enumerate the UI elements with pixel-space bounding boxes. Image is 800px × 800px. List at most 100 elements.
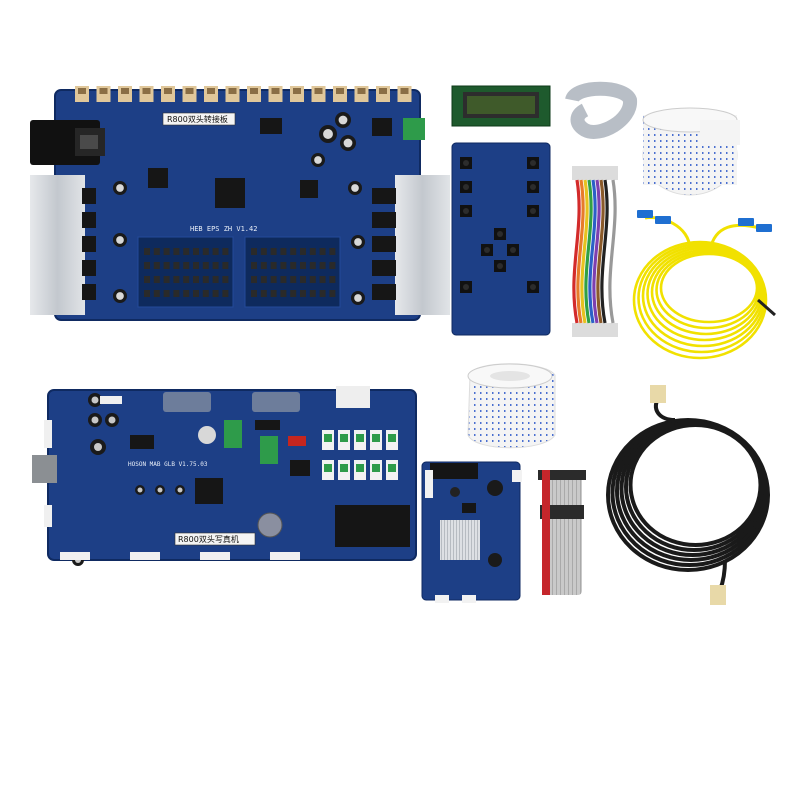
relay-led xyxy=(356,464,364,472)
terminal-block xyxy=(403,118,425,140)
ribbon-connector xyxy=(572,323,618,337)
header-pin xyxy=(185,88,194,94)
socket-pin xyxy=(183,276,190,283)
relay-led xyxy=(372,464,380,472)
lan-loop xyxy=(628,423,763,547)
mosfet xyxy=(372,212,396,228)
socket-pin xyxy=(173,276,180,283)
socket-pin xyxy=(202,290,209,297)
ribbon-wire xyxy=(576,179,585,324)
capacitor-top xyxy=(354,294,362,302)
capacitor-top xyxy=(108,416,116,424)
socket-pin xyxy=(300,290,306,297)
socket-pin xyxy=(222,262,229,269)
socket-pin xyxy=(319,262,326,269)
socket-pin xyxy=(309,248,316,255)
fiber-optic-cable-icon xyxy=(632,210,776,360)
socket-pin xyxy=(183,290,190,297)
relay-led xyxy=(340,464,348,472)
keypad-button-cap xyxy=(497,231,503,237)
socket-pin xyxy=(290,248,297,255)
header-pin xyxy=(207,88,215,94)
capacitor-top xyxy=(116,184,124,192)
board-sticker xyxy=(162,112,236,126)
header-pin xyxy=(293,88,301,94)
relay-led xyxy=(372,434,380,442)
chip xyxy=(130,435,154,449)
relay-led xyxy=(356,434,364,442)
socket-pin xyxy=(280,290,287,297)
chip xyxy=(195,478,223,504)
mosfet xyxy=(372,284,396,300)
header-pin xyxy=(357,88,366,94)
socket-pin xyxy=(309,262,316,269)
ribbon-wire xyxy=(584,179,593,324)
header-pin xyxy=(228,88,237,94)
db15-port xyxy=(252,392,300,412)
socket-pin xyxy=(193,248,199,255)
socket-pin xyxy=(212,248,219,255)
header-pin xyxy=(336,88,344,94)
socket-pin xyxy=(260,276,267,283)
socket-pin xyxy=(173,248,180,255)
ribbon-wire xyxy=(572,179,581,324)
db15-port xyxy=(163,392,211,412)
socket-pin xyxy=(270,262,277,269)
ribbon-wire xyxy=(592,179,601,324)
mosfet xyxy=(82,260,96,276)
socket-pin xyxy=(329,276,336,283)
keypad-button-cap xyxy=(530,184,536,190)
board-sticker-text: R800双头转接板 xyxy=(167,114,228,124)
white-connector xyxy=(200,552,230,560)
socket-pin xyxy=(173,290,180,297)
relay-led xyxy=(388,464,396,472)
gray-ribbon-cable-icon xyxy=(538,470,586,595)
keypad-button-cap xyxy=(530,284,536,290)
socket-pin xyxy=(329,262,336,269)
ffc-ribbon-cable-icon xyxy=(642,107,740,196)
fiber-loop xyxy=(641,244,765,348)
fiber-connector xyxy=(756,224,772,232)
capacitor-top xyxy=(314,156,322,164)
battery xyxy=(257,512,283,538)
rainbow-ribbon-cable-icon xyxy=(572,166,618,337)
terminal-block xyxy=(260,436,278,464)
socket-pin xyxy=(309,276,316,283)
socket-pin xyxy=(222,248,229,255)
socket-pin xyxy=(144,290,150,297)
keypad-button-cap xyxy=(484,247,490,253)
header-pin xyxy=(400,88,409,94)
socket-pin xyxy=(202,262,209,269)
header-pin xyxy=(250,88,258,94)
board-model-silkscreen: HOSON MAB GLB V1.75.03 xyxy=(128,461,208,468)
header-pin xyxy=(271,88,280,94)
board-sticker-text: R800双头写真机 xyxy=(178,534,239,544)
keypad-button-cap xyxy=(463,160,469,166)
capacitor-top xyxy=(351,184,359,192)
chip xyxy=(300,180,318,198)
white-connector xyxy=(60,552,90,560)
socket-pin xyxy=(251,262,257,269)
top-connector-row xyxy=(75,86,412,102)
keypad-button-cap xyxy=(510,247,516,253)
socket-pin xyxy=(319,248,326,255)
socket-pin xyxy=(222,276,229,283)
socket-pin xyxy=(193,290,199,297)
fiber-connector xyxy=(738,218,754,226)
small-driver-board xyxy=(421,461,522,603)
socket-pin xyxy=(270,290,277,297)
ribbon-wire xyxy=(608,179,617,324)
socket-pin xyxy=(163,262,170,269)
socket-pin xyxy=(280,248,287,255)
socket-pin xyxy=(163,290,170,297)
mosfet xyxy=(82,284,96,300)
socket-pin xyxy=(153,262,160,269)
mosfet xyxy=(372,260,396,276)
fiber-connector xyxy=(637,210,653,218)
socket-pin xyxy=(153,290,160,297)
socket-pin xyxy=(300,248,306,255)
capacitor-top xyxy=(338,115,348,125)
socket-pin xyxy=(153,276,160,283)
mosfet xyxy=(372,188,396,204)
fiber-lead xyxy=(708,223,761,251)
